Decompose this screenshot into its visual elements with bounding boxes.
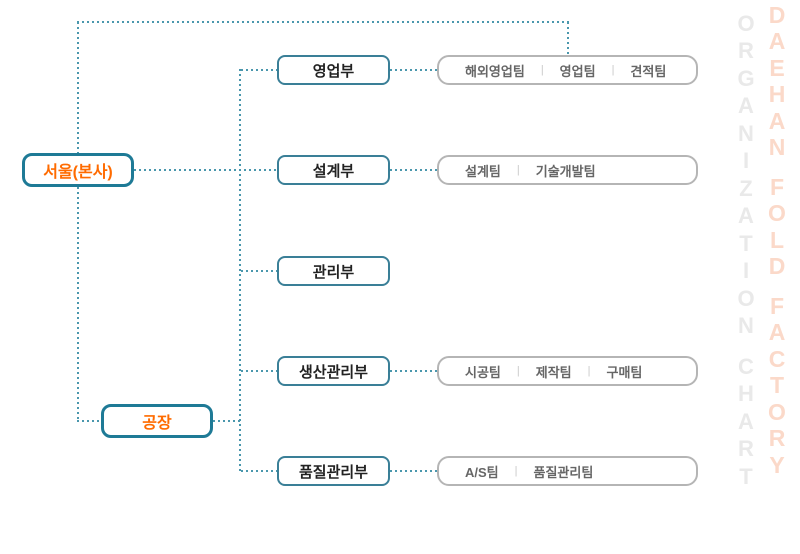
vertical-letter: N [768, 134, 786, 161]
team-label: 시공팀 [465, 364, 501, 380]
team-label: A/S팀 [465, 464, 499, 480]
team-box-production: 시공팀 | 제작팀 | 구매팀 [437, 356, 698, 386]
vertical-letter: A [738, 408, 754, 434]
dept-label: 관리부 [312, 263, 355, 281]
vertical-letter: A [738, 203, 754, 229]
vertical-letter: C [768, 345, 786, 372]
team-label: 해외영업팀 [465, 63, 525, 79]
node-dept-admin: 관리부 [277, 256, 390, 286]
vertical-letter: E [769, 54, 785, 81]
node-dept-sales: 영업부 [277, 55, 390, 85]
vertical-letter: N [738, 120, 754, 146]
vertical-letter: C [738, 353, 754, 379]
connector-dept-3 [241, 270, 277, 272]
team-label: 제작팀 [535, 364, 572, 380]
connector-top-horizontal [77, 21, 569, 23]
connector-factory-left [77, 420, 102, 422]
vertical-letter: H [768, 81, 786, 108]
team-box-design: 설계팀 | 기술개발팀 [437, 155, 698, 185]
connector-team-4 [390, 370, 437, 372]
vertical-letter: L [769, 226, 785, 253]
team-divider: | [587, 365, 591, 377]
team-label: 설계팀 [465, 163, 501, 179]
connector-dept-trunk [239, 69, 241, 472]
connector-top-drop [567, 22, 569, 55]
node-dept-production: 생산관리부 [277, 356, 390, 386]
dept-label: 영업부 [312, 62, 355, 80]
vertical-letter: A [768, 107, 786, 134]
connector-team-2 [390, 169, 437, 171]
connector-seoul-to-factory [77, 187, 79, 421]
vertical-letter: T [769, 372, 785, 399]
team-box-sales: 해외영업팀 | 영업팀 | 견적팀 [437, 55, 698, 85]
vertical-letter: N [738, 313, 754, 339]
connector-dept-5 [241, 470, 277, 472]
vertical-letter: R [768, 425, 786, 452]
vertical-letter: O [737, 285, 755, 311]
vertical-letter: F [769, 292, 785, 319]
team-divider: | [514, 465, 518, 477]
vertical-letter: H [738, 381, 754, 407]
vertical-letter: Z [739, 175, 753, 201]
vertical-letter: O [768, 398, 786, 425]
vertical-letter: D [768, 1, 786, 28]
vertical-letter: A [768, 319, 786, 346]
connector-team-1 [390, 69, 437, 71]
vertical-letter: T [739, 230, 753, 256]
connector-dept-4 [241, 370, 277, 372]
vertical-letter: F [769, 173, 785, 200]
vertical-letter: R [738, 38, 754, 64]
connector-factory-right [213, 420, 240, 422]
connector-seoul-right [134, 169, 277, 171]
connector-dept-1 [241, 69, 277, 71]
dept-label: 품질관리부 [298, 463, 368, 481]
vertical-letter: G [737, 65, 755, 91]
vertical-letter: T [739, 463, 753, 489]
connector-seoul-up [77, 22, 79, 153]
node-seoul-hq-label: 서울(본사) [43, 164, 113, 181]
vertical-letter: O [768, 200, 786, 227]
vertical-letter: I [742, 148, 750, 174]
node-factory-label: 공장 [142, 415, 172, 432]
vertical-letter: A [768, 28, 786, 55]
team-divider: | [516, 365, 520, 377]
team-divider: | [611, 64, 615, 76]
node-factory: 공장 [101, 404, 213, 438]
team-box-quality: A/S팀 | 품질관리팀 [437, 456, 698, 486]
dept-label: 설계부 [312, 162, 355, 180]
vertical-letter: A [738, 93, 754, 119]
team-divider: | [540, 64, 544, 76]
node-dept-design: 설계부 [277, 155, 390, 185]
team-label: 견적팀 [630, 63, 667, 79]
vertical-letter: I [742, 258, 750, 284]
vertical-letter: R [738, 436, 754, 462]
dept-label: 생산관리부 [298, 363, 368, 381]
team-label: 영업팀 [559, 63, 596, 79]
team-label: 기술개발팀 [535, 163, 596, 179]
team-divider: | [516, 164, 520, 176]
node-dept-quality: 품질관리부 [277, 456, 390, 486]
vertical-letter: Y [769, 451, 785, 478]
connector-team-5 [390, 470, 437, 472]
team-label: 구매팀 [606, 364, 643, 380]
vertical-letter: O [737, 10, 755, 36]
vertical-letter: D [768, 253, 786, 280]
node-seoul-hq: 서울(본사) [22, 153, 134, 187]
team-label: 품질관리팀 [533, 464, 594, 480]
